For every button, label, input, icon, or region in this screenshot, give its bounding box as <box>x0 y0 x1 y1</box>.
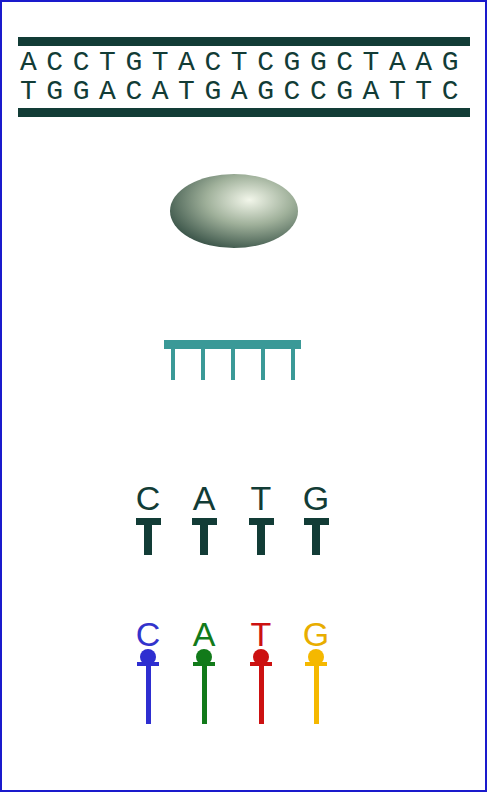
nucleotide-letter: G <box>303 481 329 515</box>
polymerase-ellipse <box>170 174 298 248</box>
dna-sequence: TGGACATGAGCCGATTC <box>20 78 468 106</box>
nucleotide-letter: A <box>193 481 216 515</box>
dna-sequence: ACCTGTACTCGGCTAAG <box>20 49 468 77</box>
primer-comb <box>164 340 301 380</box>
dna-backbone <box>18 108 470 117</box>
nucleotide-letter: C <box>136 481 161 515</box>
nucleotide-symbols <box>136 518 329 555</box>
dideoxy-letter: C <box>136 617 161 651</box>
dideoxy-letter: T <box>251 617 272 651</box>
dna-backbone <box>18 37 470 46</box>
nucleotide-letter: T <box>251 481 272 515</box>
dideoxy-nucleotide-symbols <box>137 649 327 724</box>
dideoxy-letter: G <box>303 617 329 651</box>
dideoxy-letter: A <box>193 617 216 651</box>
